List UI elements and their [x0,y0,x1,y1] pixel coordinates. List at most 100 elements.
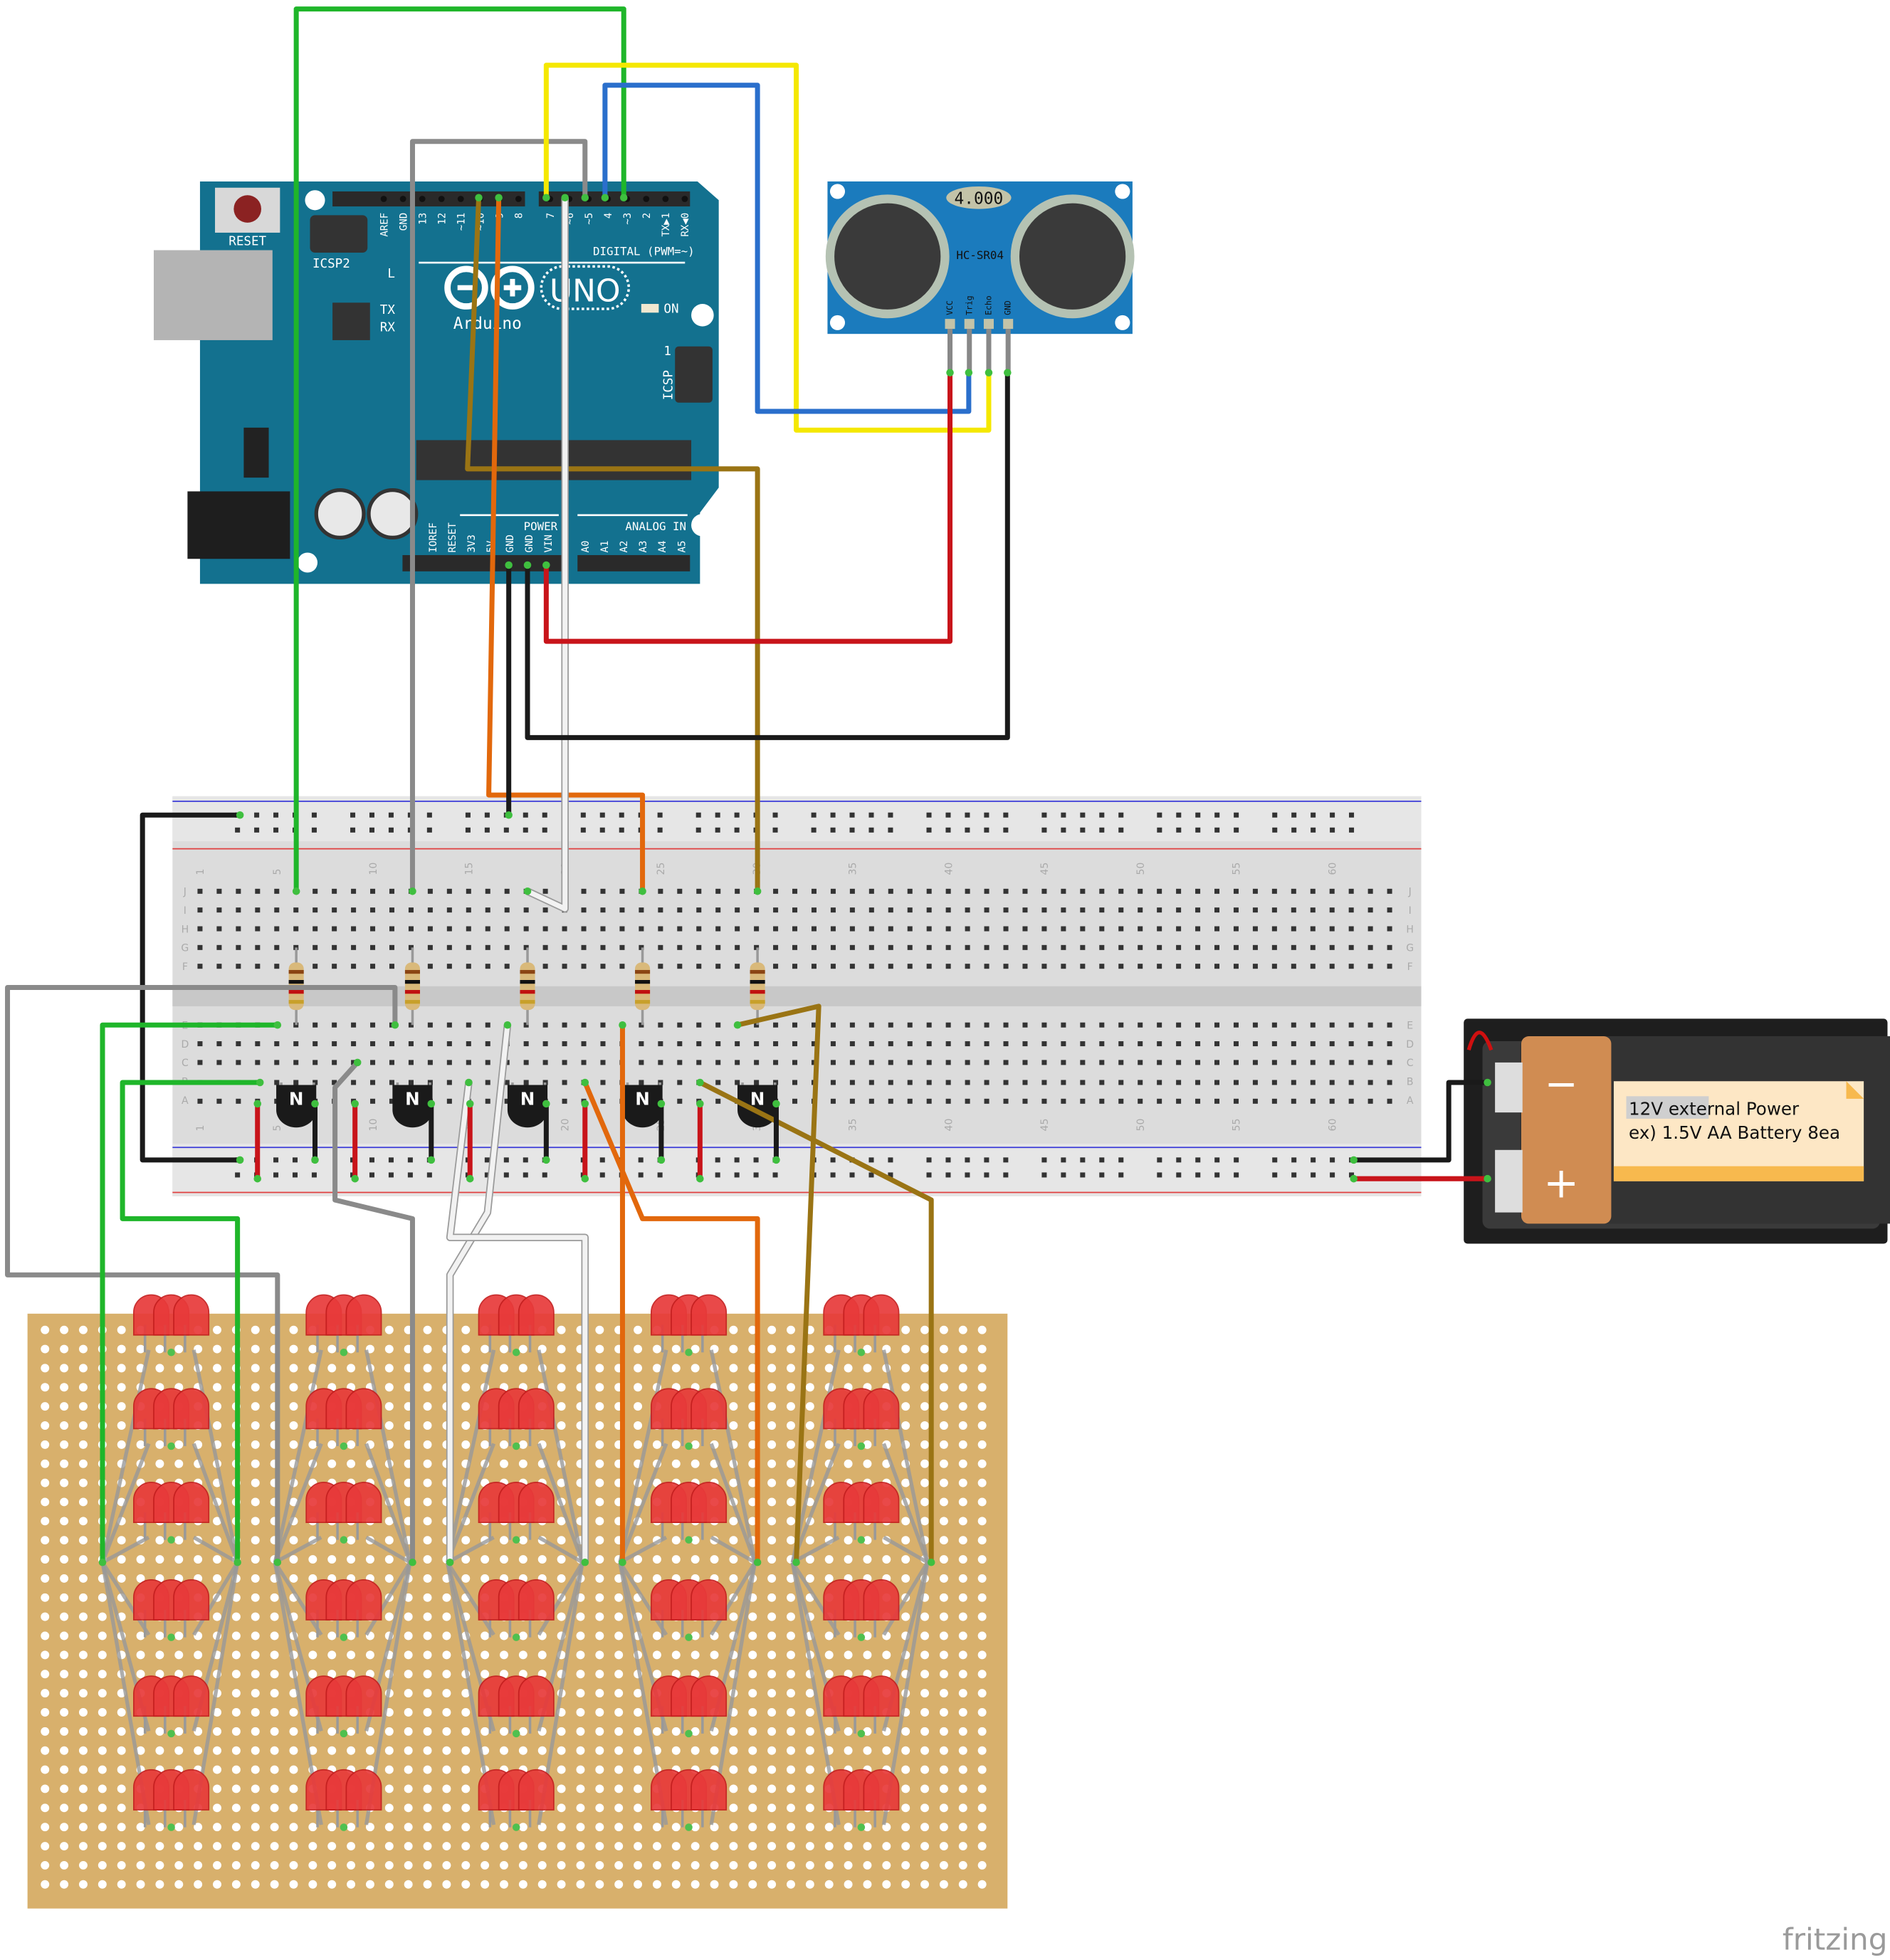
perfboard-hole [365,1880,374,1889]
perfboard-hole [958,1689,967,1698]
perfboard-hole [404,1708,413,1717]
breadboard-hole [888,1060,893,1065]
black-wire [525,370,1010,740]
wire-endpoint [311,1156,319,1164]
power-rail-hole [715,1172,720,1178]
breadboard-hole [446,944,452,950]
breadboard-hole [255,1060,261,1065]
perfboard-hole [939,1727,948,1736]
breadboard-hole [1291,1041,1296,1047]
perfboard-hole [500,1842,508,1851]
breadboard-hole [868,944,874,950]
wire-endpoint [466,1174,474,1183]
breadboard-hole [773,1041,779,1047]
row-letter: H [1406,924,1414,935]
breadboard-hole [446,1022,452,1028]
perfboard-hole [365,1555,374,1564]
power-rail-hole [734,1172,740,1178]
icsp-label: ICSP [662,370,676,400]
perfboard-hole [251,1478,260,1487]
breadboard-hole [1387,907,1392,913]
breadboard-hole [773,964,779,969]
solder-point [685,1349,693,1356]
perfboard-hole [423,1459,432,1468]
red-led [173,1675,210,1717]
breadboard-hole [926,944,932,950]
perfboard-hole [901,1746,910,1755]
perfboard-hole [958,1670,967,1679]
led-wire [791,1561,841,1636]
led-label-l: L [387,267,395,281]
perfboard-hole [404,1727,413,1736]
breadboard-hole [216,964,222,969]
green-wire [293,6,626,894]
perfboard-hole [347,1860,356,1870]
breadboard-hole [1176,1022,1182,1028]
perfboard-hole [920,1670,930,1679]
breadboard-hole [754,926,760,932]
perfboard-hole [270,1842,279,1851]
perfboard-hole [423,1478,432,1487]
perfboard-hole [748,1689,757,1698]
breadboard-hole [293,907,299,913]
led-wire [364,1443,412,1564]
wire-endpoint [639,887,646,895]
sensor-pin-label: Trig [964,295,974,315]
red-led [173,1388,210,1430]
breadboard-hole [1157,1041,1162,1047]
perfboard-hole [844,1842,853,1851]
perfboard-hole [863,1727,872,1736]
column-number: 45 [1039,1119,1051,1132]
solder-point [857,1823,866,1831]
power-rail-hole [1099,1172,1105,1178]
perfboard-hole [117,1364,126,1373]
perfboard-hole [78,1650,88,1660]
wire-endpoint [542,194,550,202]
perfboard-hole [78,1823,88,1832]
perfboard-hole [423,1574,432,1583]
perfboard-hole [404,1612,413,1621]
wire-endpoint [253,1174,261,1183]
perfboard-hole [634,1536,643,1545]
perfboard-hole [347,1727,356,1736]
perfboard-hole [213,1880,221,1889]
power-rail-hole [1176,812,1182,818]
solder-point [340,1729,348,1738]
perfboard-hole [787,1440,795,1449]
led-wire [191,1443,240,1564]
power-rail-hole [849,827,855,833]
power-rail-hole [1195,1157,1201,1163]
perfboard-hole [251,1746,260,1755]
perfboard-hole [98,1860,107,1870]
power-rail-hole [811,812,817,818]
breadboard-hole [466,907,471,913]
perfboard-hole [41,1536,50,1545]
perfboard-hole [461,1708,471,1717]
breadboard-hole [888,944,893,950]
breadboard-hole [351,1022,357,1028]
perfboard-hole [155,1823,164,1832]
note: 12V external Power ex) 1.5V AA Battery 8… [1613,1081,1864,1181]
breadboard-hole [466,926,471,932]
perfboard-hole [98,1650,107,1660]
perfboard-hole [958,1497,967,1507]
perfboard-hole [251,1364,260,1373]
perfboard-hole [787,1823,795,1832]
perfboard-hole [117,1344,126,1354]
breadboard-hole [600,964,606,969]
perfboard-hole [442,1593,451,1602]
perfboard-hole [384,1842,394,1851]
breadboard-hole [1233,944,1239,950]
perfboard-hole [384,1325,394,1334]
perfboard-hole [901,1823,910,1832]
icsp2-label: ICSP2 [313,257,350,271]
breadboard-hole [811,926,817,932]
breadboard-hole [370,1022,376,1028]
wire-endpoint [273,1559,282,1566]
breadboard-hole [639,1022,644,1028]
breadboard-hole [389,1098,395,1104]
column-number: 40 [943,1119,955,1132]
breadboard-hole [1157,888,1162,894]
breadboard-hole [485,1022,490,1028]
